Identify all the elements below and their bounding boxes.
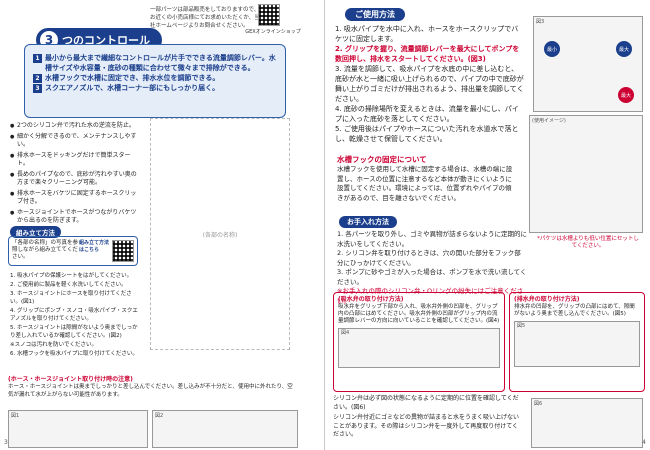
usage-step: 3. 流量を調節して、吸水パイプを水底の中に差し込むと、底砂が水と一緒に吸い上げ…	[335, 65, 524, 103]
hose-text: ホース・ホースジョイントは奥までしっかりと差し込んでください。差し込みが不十分だ…	[8, 384, 293, 398]
care-step: 2. シリコン弁を取り付けるときは、穴の開いた部分をフック部分にひっかけてくださ…	[337, 249, 521, 267]
drain-valve-title: (排水弁の取り付け方法)	[514, 296, 580, 303]
product-diagram: (各部の名称)	[150, 118, 290, 350]
valve-note: シリコン弁は必ず図の状態になるように定期的に位置を確認してください。(図6)	[333, 395, 519, 411]
feature-item: 細かく分解できるので、メンテナンスしやすい。	[10, 133, 140, 150]
page-number: 4	[642, 439, 646, 446]
valve-notes: シリコン弁は必ず図の状態になるように定期的に位置を確認してください。(図6) シ…	[333, 395, 523, 440]
usage-list: 1. 吸水パイプを水中に入れ、ホースをホースクリップでバケツに固定します。 2.…	[335, 24, 525, 144]
max-label-2: 最大	[618, 87, 634, 103]
care-heading: お手入れ方法	[339, 216, 397, 228]
qr-caption: GEXオンラインショップ	[245, 29, 301, 35]
figure-4: 図4	[338, 328, 500, 368]
feature-item: 排水ホースをドッキングだけで簡単スタート。	[10, 152, 140, 169]
usage-image: (使用イメージ)	[529, 115, 643, 233]
assembly-box: 「各部の名称」の写真を参照しながら組み立ててください。 組み立て方法はこちら	[8, 236, 138, 266]
valve-note: シリコン弁付近にゴミなどの異物が詰まると水をうまく吸い上げないことがあります。そ…	[333, 414, 520, 438]
assembly-qr-icon[interactable]	[112, 240, 134, 262]
qr-code-icon[interactable]	[258, 4, 280, 26]
step: ※スノコは汚れを防いでください。	[10, 342, 97, 348]
bucket-note: *パケツは水槽よりも低い位置にセットしてください。	[537, 236, 639, 249]
product-caption: (各部の名称)	[202, 231, 238, 239]
usage-step: 1. 吸水パイプを水中に入れ、ホースをホースクリップでバケツに固定します。	[335, 25, 519, 43]
max-label: 最大	[616, 41, 632, 57]
feature-item: ホースジョイントでホースがつながりバケツから出るのを防ぎます。	[10, 209, 140, 226]
feature-item: 排水ホースをバケツに固定するホースクリップ付き。	[10, 190, 140, 207]
left-page: 一部パーツは部品販売をしておりますので、お近くの小売店様にてお求めいただくか、当…	[0, 0, 325, 450]
parts-note: 一部パーツは部品販売をしておりますので、お近くの小売店様にてお求めいただくか、当…	[150, 7, 260, 29]
figure-5: 図5	[514, 321, 640, 367]
step: 4. グリップにポンプ・スノコ・吸水パイプ・スクエアノズルを取り付けてください。	[10, 308, 138, 322]
page-number: 3	[4, 439, 8, 446]
usage-heading: ご使用方法	[345, 8, 405, 21]
care-step: 3. ポンプに砂やゴミが入った場合は、ポンプを水で洗い流してください。	[337, 268, 527, 286]
care-warning: ※お手入れの際のシリコン弁・Oリングの紛失にはご注意ください。	[337, 287, 524, 305]
figure-6: 図6	[531, 398, 643, 448]
figure-2: 図2	[152, 410, 298, 448]
assembly-heading: 組み立て方法	[10, 226, 61, 238]
intake-valve-text: 吸水弁をグリップ下部から入れ、吸水弁外側の凹部を、グリップ内の凸部にはめてくださ…	[338, 304, 500, 324]
drain-valve-text: 排水弁の凹部を、グリップの凸部にはめて、隙間がないよう奥まで差し込んでください。…	[514, 304, 635, 317]
step: 1. 吸水パイプの保護シートをはがしてください。	[10, 273, 133, 279]
title-label: つのコントロール	[62, 34, 150, 47]
hook-title: 水槽フックの固定について	[337, 155, 427, 164]
assembly-steps: 1. 吸水パイプの保護シートをはがしてください。 2. ご使用前に製品を軽く水洗…	[10, 272, 142, 359]
step: 6. 水槽フックを吸水パイプに取り付けてください。	[10, 351, 138, 357]
figure-1: 図1	[8, 410, 148, 448]
intake-valve-box: (吸水弁の取り付け方法) 吸水弁をグリップ下部から入れ、吸水弁外側の凹部を、グリ…	[333, 292, 505, 392]
usage-step: 5. ご使用後はパイプやホースについた汚れを水道水で落とし、乾燥させて保管してく…	[335, 125, 519, 143]
intake-valve-title: (吸水弁の取り付け方法)	[338, 296, 404, 303]
usage-step: 4. 底砂の掃除場所を変えるときは、流量を最小にし、パイプに入った底砂を落として…	[335, 105, 519, 123]
right-page: ご使用方法 1. 吸水パイプを水中に入れ、ホースをホースクリップでバケツに固定し…	[325, 0, 650, 450]
feature-list: 2つのシリコン弁で汚れた水の逆流を防止。 細かく分解できるので、メンテナンスしや…	[10, 122, 140, 228]
usage-step: 2. グリップを握り、流量調節レバーを最大にしてポンプを数回押し、排水をスタート…	[335, 45, 520, 63]
hose-heading: (ホース・ホースジョイント取り付け時の注意)	[8, 376, 133, 383]
drain-valve-box: (排水弁の取り付け方法) 排水弁の凹部を、グリップの凸部にはめて、隙間がないよう…	[509, 292, 645, 392]
step: 3. ホースジョイントにホースを取り付けてください。(図1)	[10, 291, 132, 305]
feature-item: 2つのシリコン弁で汚れた水の逆流を防止。	[10, 122, 140, 131]
figure-3: 図3 最小 最大 最大	[533, 16, 643, 112]
care-step: 1. 各パーツを取り外し、ゴミや異物が詰まらないように定期的に水洗いをしてくださ…	[337, 230, 528, 248]
feature-item: 長めのパイプなので、底砂が汚れやすい奥の方まで楽々クリーニング可能。	[10, 171, 140, 188]
care-list: 1. 各パーツを取り外し、ゴミや異物が詰まらないように定期的に水洗いをしてくださ…	[337, 230, 527, 306]
step: 2. ご使用前に製品を軽く水洗いしてください。	[10, 282, 127, 288]
min-label: 最小	[544, 41, 560, 57]
assembly-qr-label: 組み立て方法はこちら	[79, 240, 110, 253]
step: 5. ホースジョイントは隙間がないよう奥までしっかり差し入れているか確認してくだ…	[10, 325, 138, 339]
assembly-text: 「各部の名称」の写真を参照しながら組み立ててください。	[12, 240, 79, 260]
hook-text: 水槽フックを使用して水槽に固定する場合は、水槽の端に設置し、ホースの位置に注意す…	[337, 165, 513, 202]
